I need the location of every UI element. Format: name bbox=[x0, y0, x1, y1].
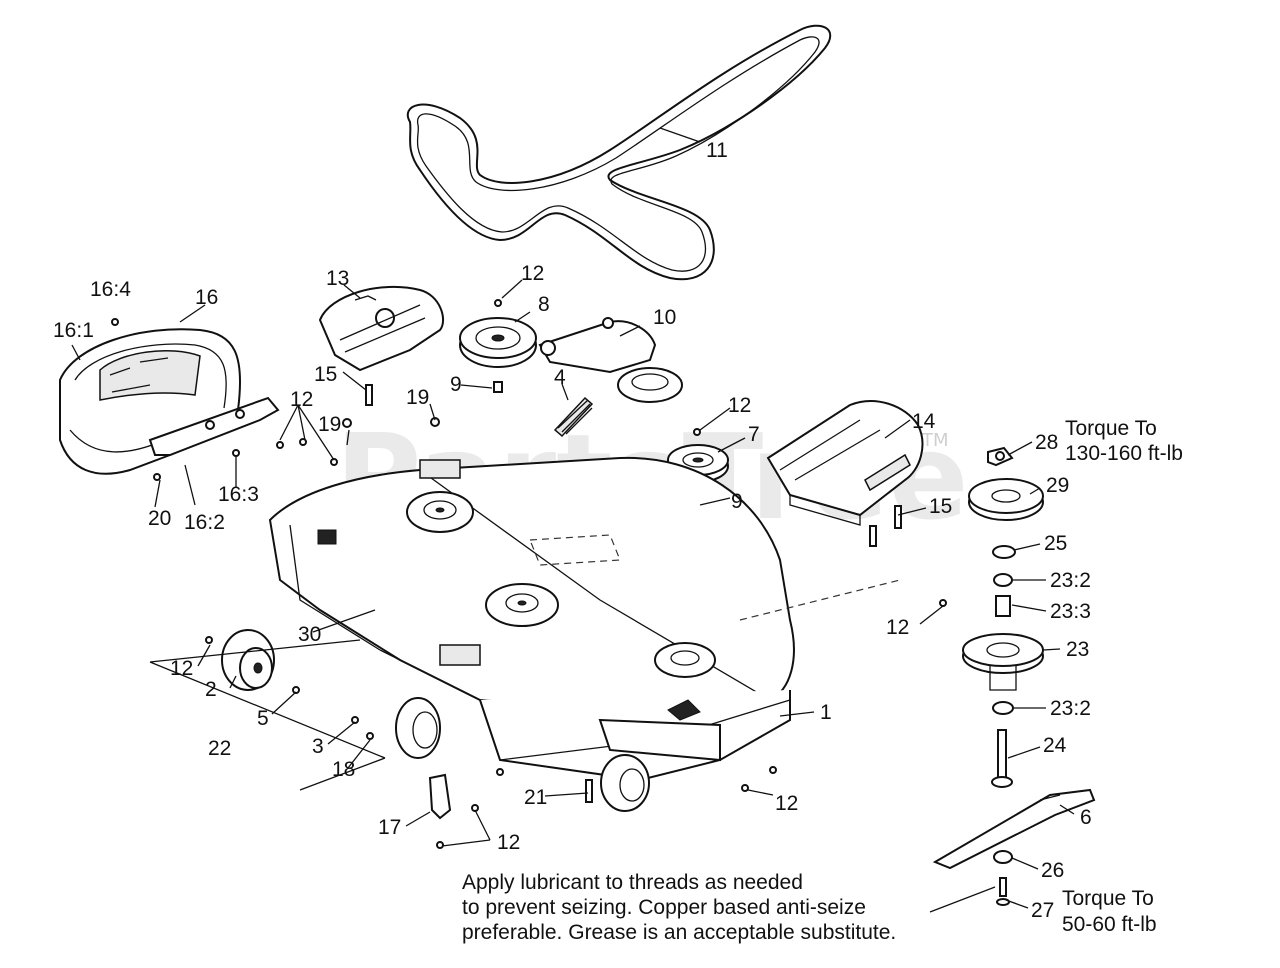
spindle-pulley-29 bbox=[968, 478, 1044, 521]
callout-9-lower: 9 bbox=[731, 490, 743, 513]
callout-29: 29 bbox=[1046, 474, 1069, 497]
torque-lower-line2: 50-60 ft-lb bbox=[1062, 913, 1157, 936]
callout-5: 5 bbox=[257, 707, 269, 730]
callout-12-top: 12 bbox=[521, 262, 544, 285]
callout-25: 25 bbox=[1044, 532, 1067, 555]
pulley-cover-center bbox=[318, 285, 445, 372]
callout-12-wheel: 12 bbox=[170, 657, 193, 680]
callout-10: 10 bbox=[653, 306, 676, 329]
blade-washer-26 bbox=[993, 850, 1013, 864]
callout-16-4: 16:4 bbox=[90, 278, 131, 301]
spindle-shaft-24 bbox=[991, 729, 1013, 788]
deck-spindle-left bbox=[406, 459, 474, 533]
callout-16-2: 16:2 bbox=[184, 511, 225, 534]
callout-19-upper: 19 bbox=[406, 386, 429, 409]
callout-1: 1 bbox=[820, 701, 832, 724]
callout-6: 6 bbox=[1080, 806, 1092, 829]
callout-12-bottom: 12 bbox=[497, 831, 520, 854]
callout-19-lower: 19 bbox=[318, 413, 341, 436]
leader-lines bbox=[71, 127, 1075, 913]
callout-22: 22 bbox=[208, 737, 231, 760]
callout-2: 2 bbox=[205, 678, 217, 701]
callout-12-mid: 12 bbox=[728, 394, 751, 417]
callout-16-1: 16:1 bbox=[53, 319, 94, 342]
callout-16-3: 16:3 bbox=[218, 483, 259, 506]
callout-21: 21 bbox=[524, 786, 547, 809]
callout-20: 20 bbox=[148, 507, 171, 530]
idler-spring bbox=[553, 396, 594, 438]
idler-arm bbox=[538, 317, 683, 403]
torque-upper-line1: Torque To bbox=[1065, 417, 1157, 440]
callout-11: 11 bbox=[706, 139, 728, 162]
spindle-bearing-lower bbox=[992, 701, 1014, 715]
callout-26: 26 bbox=[1041, 859, 1064, 882]
mower-blade-6 bbox=[932, 788, 1096, 870]
spindle-nut-28 bbox=[987, 446, 1014, 467]
deck-spindle-center bbox=[485, 583, 559, 627]
pulley-cover-right bbox=[766, 400, 924, 526]
callout-9-upper: 9 bbox=[450, 373, 462, 396]
callout-24: 24 bbox=[1043, 734, 1067, 757]
callout-15-right: 15 bbox=[929, 495, 952, 518]
spindle-bearing-upper bbox=[993, 573, 1013, 587]
callout-17: 17 bbox=[378, 816, 401, 839]
torque-upper-line2: 130-160 ft-lb bbox=[1065, 442, 1183, 465]
watermark-tm: TM bbox=[921, 430, 949, 451]
callout-18: 18 bbox=[332, 758, 355, 781]
deck-spindle-right bbox=[654, 642, 716, 678]
belt bbox=[407, 24, 832, 281]
note-line-3: preferable. Grease is an acceptable subs… bbox=[462, 921, 896, 944]
callout-3: 3 bbox=[312, 735, 324, 758]
callout-12-left: 12 bbox=[290, 388, 313, 411]
callout-12-spindle: 12 bbox=[886, 616, 909, 639]
deck-wheel-center bbox=[395, 697, 441, 759]
callout-23-3: 23:3 bbox=[1050, 600, 1091, 623]
note-line-1: Apply lubricant to threads as needed bbox=[462, 871, 803, 894]
callout-23: 23 bbox=[1066, 638, 1089, 661]
callout-14: 14 bbox=[912, 410, 936, 433]
callout-16: 16 bbox=[195, 286, 218, 309]
callout-28: 28 bbox=[1035, 431, 1058, 454]
torque-lower-line1: Torque To bbox=[1062, 887, 1154, 910]
callout-23-2-upper: 23:2 bbox=[1050, 569, 1091, 592]
gauge-wheel-2 bbox=[221, 629, 275, 691]
spindle-washer-25 bbox=[992, 545, 1016, 559]
callout-7: 7 bbox=[748, 423, 760, 446]
deck-wheel-right bbox=[600, 754, 650, 812]
callout-4: 4 bbox=[554, 366, 566, 389]
cover-bracket bbox=[148, 396, 280, 456]
pulley-8 bbox=[459, 299, 537, 393]
callout-12-deck: 12 bbox=[775, 792, 798, 815]
callout-27: 27 bbox=[1031, 899, 1054, 922]
belt-cover-left bbox=[59, 328, 242, 475]
callout-23-2-lower: 23:2 bbox=[1050, 697, 1091, 720]
spindle-spacer bbox=[995, 595, 1011, 617]
note-line-2: to prevent seizing. Copper based anti-se… bbox=[462, 896, 866, 919]
callout-30: 30 bbox=[298, 623, 321, 646]
wheel-bracket-17 bbox=[428, 773, 452, 820]
callout-13: 13 bbox=[326, 267, 349, 290]
callout-8: 8 bbox=[538, 293, 550, 316]
spindle-housing-23 bbox=[962, 633, 1044, 691]
callout-15-left: 15 bbox=[314, 363, 337, 386]
